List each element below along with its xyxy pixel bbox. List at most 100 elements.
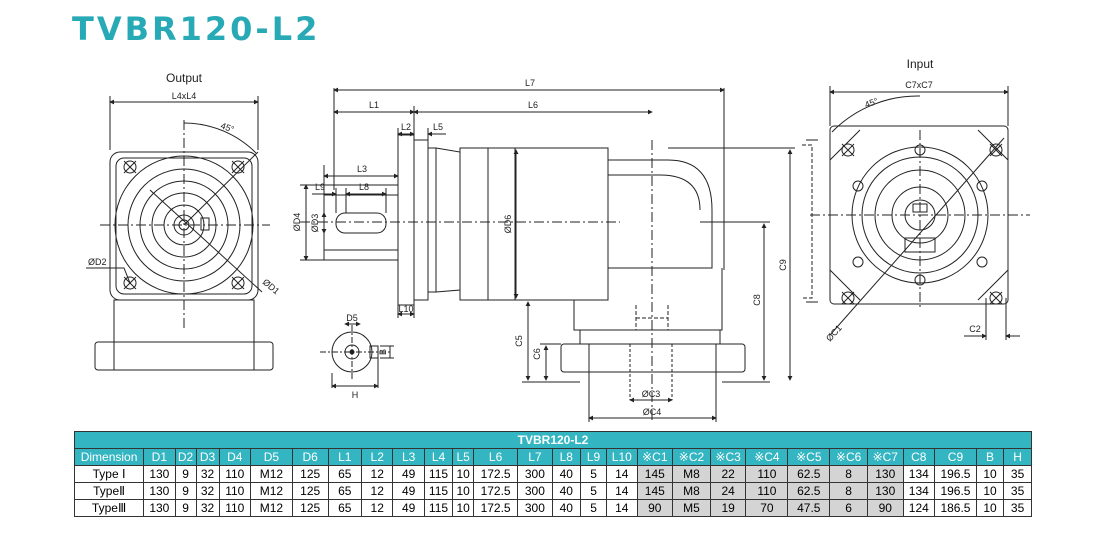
row-label: TypeⅡ [73,482,145,500]
table-cell: 32 [195,465,220,483]
dim-l9: L9 [315,182,325,192]
table-cell: 134 [902,465,936,483]
dim-angle-input: 45° [863,96,880,110]
table-cell: 8 [829,482,868,500]
table-cell: 110 [218,482,251,500]
dim-c7xc7: C7xC7 [905,80,933,90]
table-cell: 110 [745,482,789,500]
table-cell: 9 [174,465,197,483]
input-label: Input [907,57,934,71]
table-cell: M12 [249,482,293,500]
column-header: C9 [934,448,977,466]
table-cell: 186.5 [934,499,977,517]
table-cell: 172.5 [473,499,519,517]
table-cell: 8 [829,465,868,483]
table-cell: 10 [975,465,1005,483]
column-header: L6 [473,448,519,466]
table-cell: 125 [291,465,329,483]
column-header: ※C5 [787,448,831,466]
table-cell: 10 [452,482,475,500]
table-cell: 14 [606,465,638,483]
table-cell: 124 [902,499,936,517]
dim-l8: L8 [359,182,369,192]
column-header: C8 [902,448,936,466]
dim-c4: ØC4 [643,407,662,417]
dim-d3: ØD3 [310,214,320,233]
table-cell: 9 [174,482,197,500]
dim-l7: L7 [525,78,535,88]
column-header: L7 [517,448,553,466]
table-cell: 40 [551,465,581,483]
table-cell: 130 [866,482,904,500]
input-view [802,86,1030,340]
table-cell: 172.5 [473,482,519,500]
table-cell: 65 [327,482,363,500]
table-cell: 40 [551,482,581,500]
column-header: D4 [218,448,251,466]
row-label: Type Ⅰ [73,465,145,483]
column-header: B [975,448,1005,466]
table-cell: 6 [829,499,868,517]
dim-c8: C8 [752,294,762,306]
technical-drawing: Output Input L4xL4 45° ØD2 ØD1 L7 L1 L6 … [86,57,1030,422]
table-cell: 10 [975,499,1005,517]
table-cell: 130 [866,465,904,483]
dim-d6: ØD6 [503,215,513,234]
dim-c9: C9 [778,259,788,271]
dim-l1: L1 [369,100,379,110]
table-cell: 10 [975,482,1005,500]
column-header: D3 [195,448,220,466]
side-view [300,87,795,422]
column-header: ※C3 [709,448,747,466]
column-header: ※C7 [866,448,904,466]
dim-l6: L6 [528,100,538,110]
table-cell: 9 [174,499,197,517]
table-cell: 12 [361,482,394,500]
table-cell: 35 [1003,465,1032,483]
table-cell: 90 [636,499,674,517]
table-cell: 14 [606,499,638,517]
output-view [86,96,274,371]
page-title: TVBR120-L2 [72,10,321,48]
table-cell: M12 [249,465,293,483]
table-cell: 134 [902,482,936,500]
column-header: ※C6 [829,448,868,466]
dim-c2: C2 [969,324,981,334]
table-cell: M5 [672,499,711,517]
table-cell: 110 [218,499,251,517]
table-cell: 19 [709,499,747,517]
table-cell: 5 [579,499,608,517]
dim-d4: ØD4 [292,213,302,232]
table-cell: 47.5 [787,499,831,517]
table-cell: 49 [392,482,425,500]
table-cell: M8 [672,465,711,483]
table-cell: 196.5 [934,482,977,500]
table-cell: 40 [551,499,581,517]
table-caption-row: TVBR120-L2 [74,431,1032,449]
column-header: D5 [249,448,293,466]
table-cell: 24 [709,482,747,500]
dim-d2: ØD2 [88,257,107,267]
table-cell: 130 [143,499,176,517]
column-header: ※C4 [745,448,789,466]
table-cell: 35 [1003,499,1032,517]
dim-c3: ØC3 [642,389,661,399]
column-header: D6 [291,448,329,466]
table-cell: 65 [327,499,363,517]
dim-c6: C6 [532,348,542,360]
table-cell: 90 [866,499,904,517]
table-cell: 32 [195,482,220,500]
dim-l10: L10 [398,304,413,314]
table-cell: 300 [517,482,553,500]
column-header: L2 [361,448,394,466]
column-header: ※C1 [636,448,674,466]
table-cell: 62.5 [787,465,831,483]
shaft-section [320,321,394,389]
dim-b: B [378,349,388,355]
dim-d1: ØD1 [261,277,282,297]
column-header: ※C2 [672,448,711,466]
table-cell: 300 [517,465,553,483]
